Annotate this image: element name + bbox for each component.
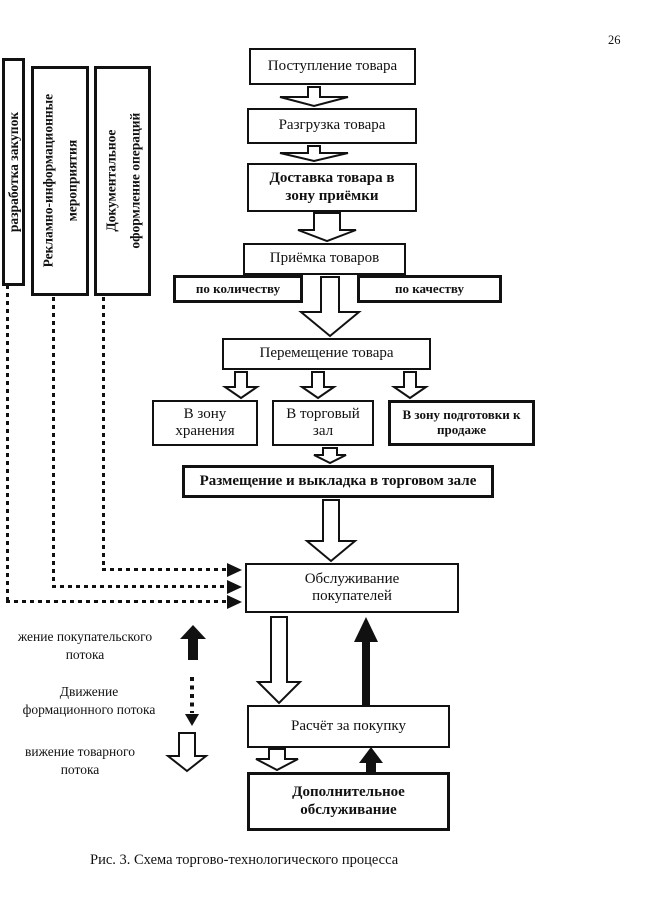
arrow-down-receipt-unloading <box>279 86 349 108</box>
dotted-connector-purchases-horizontal <box>6 600 228 603</box>
legend-hollow-down-arrow <box>165 732 209 773</box>
flow-box-additional: Дополнительное обслуживание <box>247 772 450 831</box>
dotted-connector-docs-horizontal <box>102 568 228 571</box>
page-number: 26 <box>608 33 621 47</box>
flow-box-by-quantity: по количеству <box>173 275 303 303</box>
arrow-up-additional-payment <box>359 747 383 772</box>
dotted-connector-promo-vertical <box>52 297 55 587</box>
dotted-connector-docs-vertical <box>102 297 105 570</box>
dotted-connector-purchases-vertical <box>6 285 9 602</box>
flow-box-receipt: Поступление товара <box>249 48 416 85</box>
flow-box-movement: Перемещение товара <box>222 338 431 370</box>
dotted-arrowhead-docs <box>227 563 242 577</box>
dotted-arrowhead-purchases <box>227 595 242 609</box>
figure-caption: Рис. 3. Схема торгово-технологического п… <box>90 852 399 868</box>
legend-information-flow-label: Движение формационного потока <box>22 684 156 717</box>
arrow-down-unloading-delivery <box>279 145 349 163</box>
side-box-docs: Документальное оформление операций <box>94 66 151 296</box>
flow-box-sales-floor: В торговый зал <box>272 400 374 446</box>
flow-box-prep-zone: В зону подготовки к продаже <box>388 400 535 446</box>
side-box-promo-label: Рекламно-информационные мероприятия <box>40 94 79 268</box>
flow-box-unloading: Разгрузка товара <box>247 108 417 144</box>
side-box-purchases: разработка закупок <box>2 58 25 286</box>
flow-box-placement: Размещение и выкладка в торговом зале <box>182 465 494 498</box>
legend-goods-flow-label: вижение товарного потока <box>25 744 135 777</box>
arrow-up-payment-service <box>354 617 378 705</box>
arrow-down-placement-service <box>304 499 358 563</box>
side-box-docs-label: Документальное оформление операций <box>102 113 142 249</box>
legend-customer-flow-label: жение покупательского потока <box>17 629 153 662</box>
legend-solid-up-arrow <box>180 625 206 660</box>
dotted-connector-promo-horizontal <box>52 585 228 588</box>
side-box-purchases-label: разработка закупок <box>5 111 21 233</box>
arrow-down-salesfloor-placement <box>313 447 347 465</box>
legend-dotted-down-arrow <box>185 677 199 726</box>
arrow-down-acceptance-movement <box>298 276 362 338</box>
flow-box-service: Обслуживание покупателей <box>245 563 459 613</box>
arrow-down-payment-additional <box>255 748 299 772</box>
flow-box-by-quality: по качеству <box>357 275 502 303</box>
arrow-down-movement-prep <box>390 371 430 400</box>
side-box-promo: Рекламно-информационные мероприятия <box>31 66 89 296</box>
flow-box-payment: Расчёт за покупку <box>247 705 450 748</box>
flow-box-delivery: Доставка товара в зону приёмки <box>247 163 417 212</box>
flow-box-acceptance: Приёмка товаров <box>243 243 406 275</box>
arrow-down-movement-salesfloor <box>298 371 338 400</box>
arrow-down-movement-storage <box>221 371 261 400</box>
flow-box-storage-zone: В зону хранения <box>152 400 258 446</box>
dotted-arrowhead-promo <box>227 580 242 594</box>
arrow-down-delivery-acceptance <box>297 212 357 243</box>
arrow-down-service-payment <box>255 616 303 705</box>
